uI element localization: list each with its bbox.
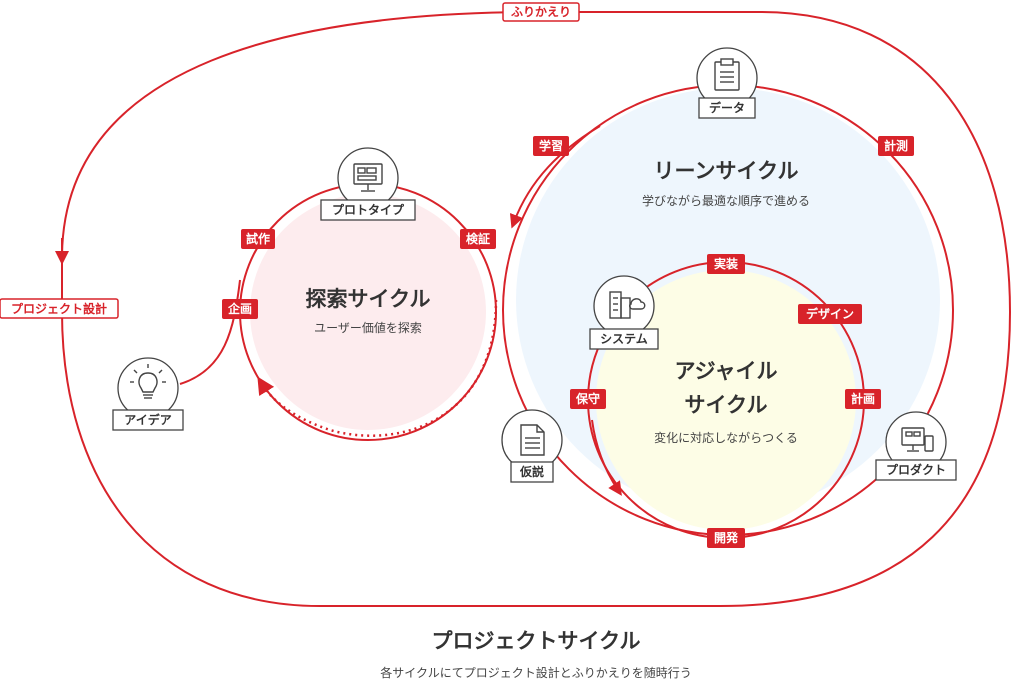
monitor-icon (353, 163, 383, 192)
project-cycle-title: プロジェクトサイクル (432, 629, 641, 653)
svg-text:仮説: 仮説 (519, 464, 544, 479)
node-product: プロダクト (875, 411, 957, 481)
exploration-subtitle: ユーザー価値を探索 (314, 320, 422, 335)
tag-development: 開発 (707, 528, 745, 548)
svg-text:実装: 実装 (714, 256, 738, 271)
tag-trial: 試作 (241, 229, 275, 249)
exploration-fill (250, 194, 486, 430)
svg-text:ふりかえり: ふりかえり (511, 5, 571, 19)
svg-text:開発: 開発 (714, 530, 739, 545)
tag-planning: 企画 (222, 299, 258, 319)
node-hypothesis: 仮説 (501, 409, 563, 483)
tag-verification: 検証 (460, 229, 496, 249)
svg-text:企画: 企画 (227, 301, 252, 316)
outer-cycle-loop (61, 11, 1012, 607)
agile-title-line2: サイクル (685, 393, 768, 417)
agile-subtitle: 変化に対応しながらつくる (654, 430, 798, 445)
idea-connector (179, 279, 241, 385)
svg-text:アイデア: アイデア (124, 412, 171, 427)
svg-text:プロジェクト設計: プロジェクト設計 (11, 301, 107, 316)
agile-title-line1: アジャイル (674, 359, 777, 383)
document-icon (520, 424, 545, 456)
tag-measurement: 計測 (878, 136, 914, 156)
agile-fill (596, 270, 856, 530)
tag-maintenance: 保守 (570, 389, 606, 409)
tag-implementation: 実装 (707, 254, 745, 274)
svg-text:データ: データ (709, 100, 745, 115)
svg-text:試作: 試作 (246, 231, 270, 246)
exploration-title: 探索サイクル (306, 287, 431, 311)
node-system: システム (589, 275, 659, 350)
tag-design: デザイン (798, 304, 862, 324)
clipboard-icon (714, 58, 740, 91)
tag-learning: 学習 (533, 136, 569, 156)
svg-text:検証: 検証 (466, 231, 490, 246)
project-design-tag: プロジェクト設計 (0, 298, 119, 319)
agile-arrow (591, 419, 622, 496)
building-cloud-icon (609, 291, 646, 319)
tag-plan: 計画 (845, 389, 881, 409)
devices-icon (901, 427, 934, 452)
svg-text:デザイン: デザイン (806, 306, 854, 321)
node-data: データ (696, 47, 758, 119)
svg-text:学習: 学習 (539, 138, 563, 153)
svg-text:計測: 計測 (884, 138, 908, 153)
svg-text:保守: 保守 (575, 391, 600, 406)
lightbulb-icon (130, 364, 166, 399)
lean-subtitle: 学びながら最適な順序で進める (642, 193, 810, 208)
project-cycle-subtitle: 各サイクルにてプロジェクト設計とふりかえりを随時行う (380, 665, 691, 680)
svg-text:プロダクト: プロダクト (886, 462, 946, 477)
svg-text:計画: 計画 (851, 391, 875, 406)
svg-text:システム: システム (600, 332, 648, 346)
node-prototype: プロトタイプ (320, 147, 416, 221)
exploration-return-arrow (257, 299, 498, 437)
lean-arrow (509, 125, 601, 229)
lean-title: リーンサイクル (654, 159, 799, 183)
svg-text:プロトタイプ: プロトタイプ (332, 202, 405, 217)
node-idea: アイデア (112, 357, 184, 431)
reflection-tag: ふりかえり (502, 2, 580, 22)
